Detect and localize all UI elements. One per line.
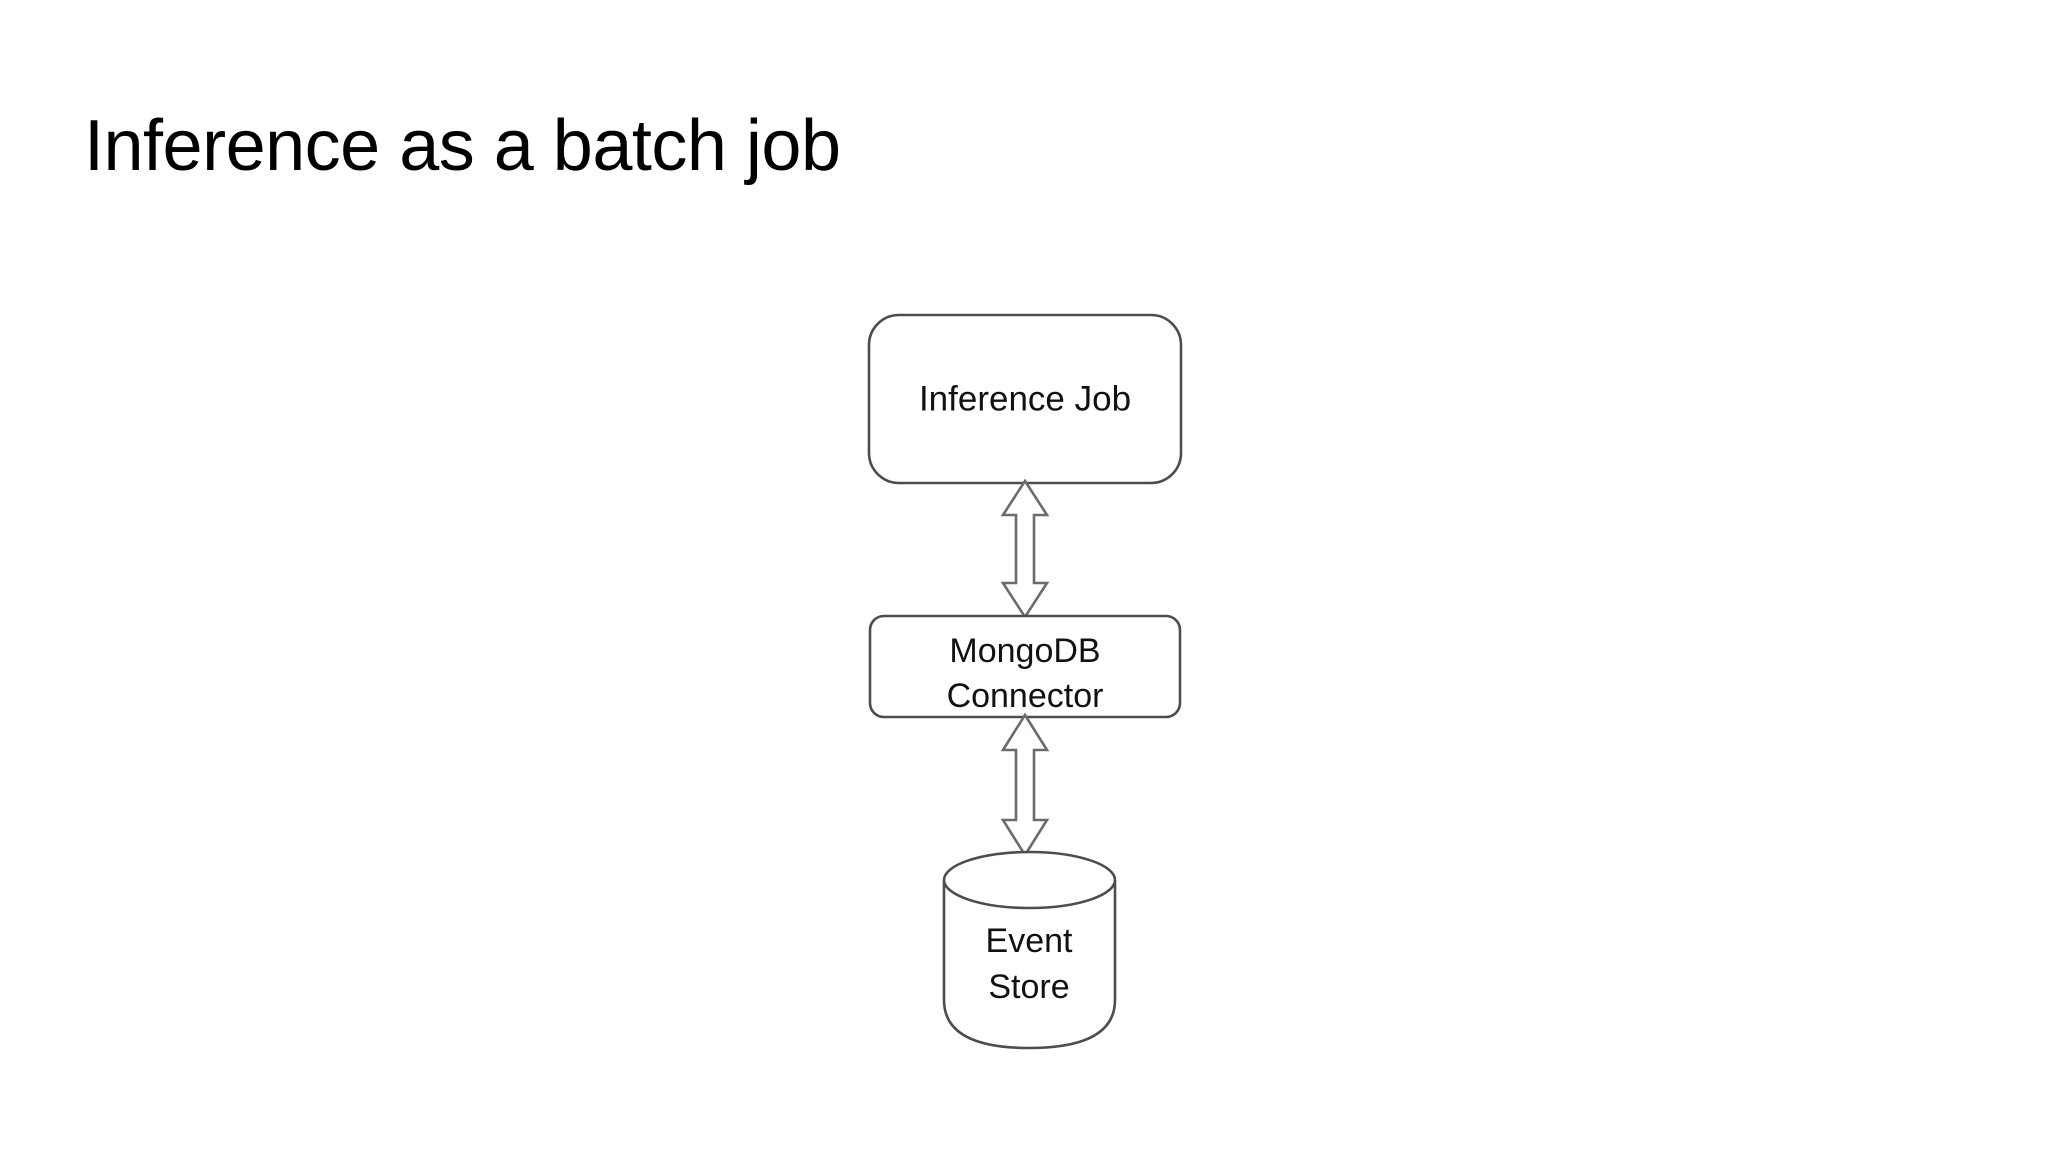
node-mongodb-connector[interactable]: MongoDB Connector bbox=[868, 614, 1182, 719]
mongodb-connector-label-line2: Connector bbox=[947, 677, 1104, 715]
page-title: Inference as a batch job bbox=[84, 106, 841, 186]
event-store-label-line2: Store bbox=[988, 968, 1069, 1006]
double-arrow-icon[interactable] bbox=[1000, 712, 1050, 858]
double-arrow-icon[interactable] bbox=[1000, 478, 1050, 620]
event-store-cylinder-body[interactable] bbox=[942, 880, 1117, 1050]
mongodb-connector-label-line1: MongoDB bbox=[949, 632, 1100, 670]
connector-inference-job-to-mongodb-connector[interactable] bbox=[1000, 478, 1050, 620]
inference-job-label: Inference Job bbox=[919, 379, 1131, 418]
event-store-label-line1: Event bbox=[986, 922, 1073, 960]
connector-mongodb-connector-to-event-store[interactable] bbox=[1000, 712, 1050, 858]
node-inference-job[interactable]: Inference Job bbox=[867, 313, 1183, 485]
event-store-cylinder-top[interactable] bbox=[942, 850, 1117, 910]
node-event-store[interactable]: Event Store bbox=[942, 850, 1117, 1050]
